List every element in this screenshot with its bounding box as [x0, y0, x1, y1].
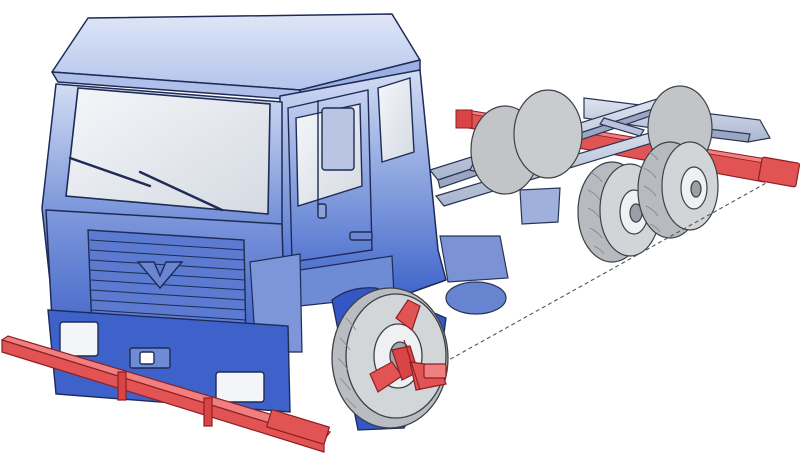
brand-logo	[136, 261, 184, 290]
wheel-measuring-head	[369, 299, 447, 393]
front-measuring-bar	[0, 335, 331, 453]
rear-wheel-1	[577, 161, 661, 263]
wiper-blades	[68, 156, 224, 212]
windshield	[65, 87, 271, 215]
rear-wheel-2	[637, 141, 719, 239]
rear-tandem-wheels	[470, 85, 719, 263]
side-mirror	[317, 100, 355, 219]
front-wheel	[331, 287, 449, 431]
